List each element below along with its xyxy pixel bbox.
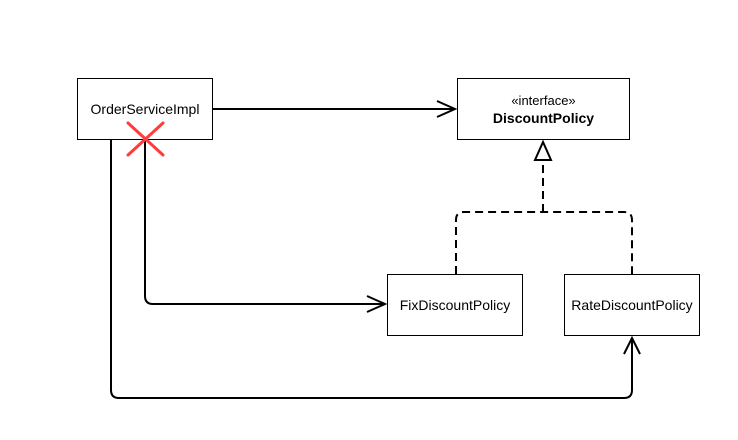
rate-discount-policy-label: RateDiscountPolicy xyxy=(571,297,693,313)
edge-order-to-rate-policy xyxy=(110,140,641,399)
discount-policy-label: DiscountPolicy xyxy=(492,109,595,126)
hollow-triangle-arrowhead xyxy=(533,139,553,161)
edge-realization-to-discount-policy xyxy=(455,139,633,274)
order-service-impl-label: OrderServiceImpl xyxy=(90,101,200,117)
interface-stereotype: «interface» xyxy=(511,92,576,108)
rate-discount-policy-node[interactable]: RateDiscountPolicy xyxy=(564,274,700,336)
fix-discount-policy-label: FixDiscountPolicy xyxy=(399,297,511,313)
edge-order-to-fix-policy xyxy=(144,140,388,313)
fix-discount-policy-node[interactable]: FixDiscountPolicy xyxy=(387,274,523,336)
edge-order-to-discount-policy xyxy=(213,100,458,118)
discount-policy-interface-node[interactable]: «interface» DiscountPolicy xyxy=(457,78,630,140)
